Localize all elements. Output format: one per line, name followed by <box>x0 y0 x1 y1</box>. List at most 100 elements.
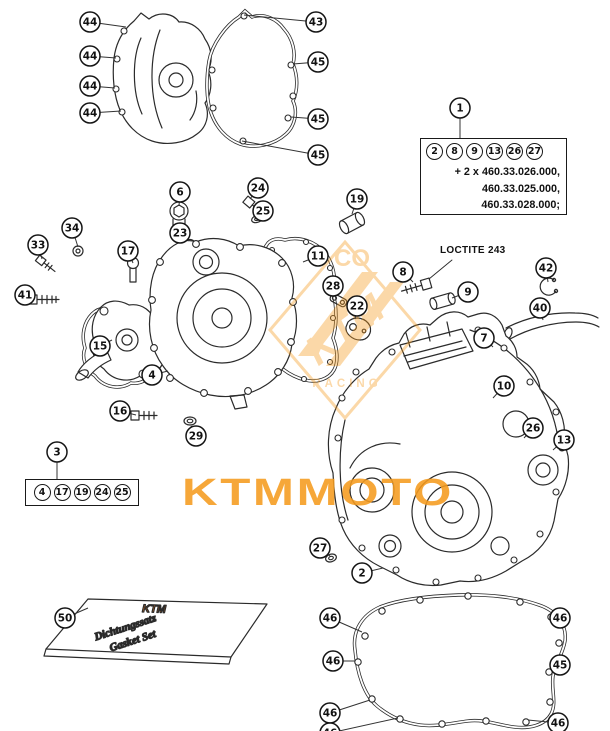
leader-line-45 <box>241 140 319 156</box>
svg-text:46: 46 <box>553 613 568 625</box>
callout-45[interactable]: 45 <box>307 108 329 130</box>
svg-text:40: 40 <box>533 303 548 315</box>
svg-text:44: 44 <box>83 17 98 29</box>
svg-text:45: 45 <box>311 114 326 126</box>
svg-text:41: 41 <box>18 290 33 302</box>
svg-text:2: 2 <box>358 568 365 580</box>
svg-text:11: 11 <box>311 251 326 263</box>
callout-23[interactable]: 23 <box>169 222 191 244</box>
callout-46[interactable]: 46 <box>547 712 569 731</box>
callout-29[interactable]: 29 <box>185 425 207 447</box>
group-item-17: 17 <box>53 484 71 501</box>
svg-text:25: 25 <box>256 206 271 218</box>
callout-7[interactable]: 7 <box>473 327 495 349</box>
svg-text:22: 22 <box>350 301 365 313</box>
svg-text:16: 16 <box>113 406 128 418</box>
svg-text:43: 43 <box>309 17 324 29</box>
callout-46[interactable]: 46 <box>319 702 341 724</box>
callout-44[interactable]: 44 <box>79 45 101 67</box>
svg-text:8: 8 <box>399 267 406 279</box>
callout-46[interactable]: 46 <box>322 650 344 672</box>
svg-text:1: 1 <box>456 103 463 115</box>
callout-44[interactable]: 44 <box>79 75 101 97</box>
svg-text:27: 27 <box>313 543 328 555</box>
group-item-9: 9 <box>466 143 483 160</box>
callout-8[interactable]: 8 <box>392 261 414 283</box>
callout-3[interactable]: 3 <box>46 441 68 463</box>
manual-brand-logo: KTM <box>142 603 167 616</box>
callout-50[interactable]: 50 <box>54 607 76 629</box>
callout-44[interactable]: 44 <box>79 11 101 33</box>
callout-13[interactable]: 13 <box>553 429 575 451</box>
callout-4[interactable]: 4 <box>141 364 163 386</box>
svg-text:3: 3 <box>53 447 60 459</box>
svg-text:13: 13 <box>557 435 572 447</box>
svg-text:46: 46 <box>323 728 338 731</box>
svg-text:34: 34 <box>65 223 80 235</box>
callout-19[interactable]: 19 <box>346 188 368 210</box>
group-item-4: 4 <box>33 484 51 501</box>
callout-41[interactable]: 41 <box>14 284 36 306</box>
callout-26[interactable]: 26 <box>522 417 544 439</box>
callout-6[interactable]: 6 <box>169 181 191 203</box>
svg-text:44: 44 <box>83 51 98 63</box>
callout-46[interactable]: 46 <box>319 722 341 731</box>
callout-11[interactable]: 11 <box>307 245 329 267</box>
callout-46[interactable]: 46 <box>549 607 571 629</box>
parts-group-1-notes: + 2 x 460.33.026.000, 460.33.025.000, 46… <box>455 164 560 214</box>
callout-24[interactable]: 24 <box>247 177 269 199</box>
clutch-cover-inner-drawing <box>148 237 298 410</box>
svg-text:44: 44 <box>83 108 98 120</box>
callout-10[interactable]: 10 <box>493 375 515 397</box>
callout-45[interactable]: 45 <box>307 51 329 73</box>
svg-text:9: 9 <box>464 287 471 299</box>
callout-42[interactable]: 42 <box>535 257 557 279</box>
group-item-13: 13 <box>486 143 503 160</box>
svg-text:46: 46 <box>323 708 338 720</box>
callout-22[interactable]: 22 <box>346 295 368 317</box>
group-item-26: 26 <box>506 143 523 160</box>
callout-45[interactable]: 45 <box>307 144 329 166</box>
svg-text:23: 23 <box>173 228 188 240</box>
svg-text:28: 28 <box>326 281 341 293</box>
callout-28[interactable]: 28 <box>322 275 344 297</box>
callout-15[interactable]: 15 <box>89 335 111 357</box>
callout-46[interactable]: 46 <box>319 607 341 629</box>
callout-43[interactable]: 43 <box>305 11 327 33</box>
callout-9[interactable]: 9 <box>457 281 479 303</box>
group-item-19: 19 <box>73 484 91 501</box>
group-item-8: 8 <box>446 143 463 160</box>
callout-17[interactable]: 17 <box>117 240 139 262</box>
callout-40[interactable]: 40 <box>529 297 551 319</box>
callout-25[interactable]: 25 <box>252 200 274 222</box>
callout-33[interactable]: 33 <box>27 234 49 256</box>
callout-44[interactable]: 44 <box>79 102 101 124</box>
callout-1[interactable]: 1 <box>449 97 471 119</box>
svg-text:4: 4 <box>148 370 155 382</box>
clutch-cover-outer-drawing <box>112 12 212 144</box>
group-item-27: 27 <box>526 143 543 160</box>
part-number-line: 460.33.025.000, <box>481 182 560 195</box>
callout-16[interactable]: 16 <box>109 400 131 422</box>
leader-line-43 <box>243 14 317 23</box>
callout-34[interactable]: 34 <box>61 217 83 239</box>
svg-text:45: 45 <box>553 660 568 672</box>
part-number-line: + 2 x 460.33.026.000, <box>454 166 560 178</box>
callout-27[interactable]: 27 <box>309 537 331 559</box>
svg-text:46: 46 <box>551 718 566 730</box>
svg-text:46: 46 <box>323 613 338 625</box>
callout-2[interactable]: 2 <box>351 562 373 584</box>
svg-text:29: 29 <box>189 431 204 443</box>
group-item-25: 25 <box>113 484 131 501</box>
svg-text:6: 6 <box>176 187 183 199</box>
callout-45[interactable]: 45 <box>549 654 571 676</box>
svg-text:24: 24 <box>251 183 266 195</box>
svg-text:7: 7 <box>480 333 487 345</box>
group-item-24: 24 <box>93 484 111 501</box>
